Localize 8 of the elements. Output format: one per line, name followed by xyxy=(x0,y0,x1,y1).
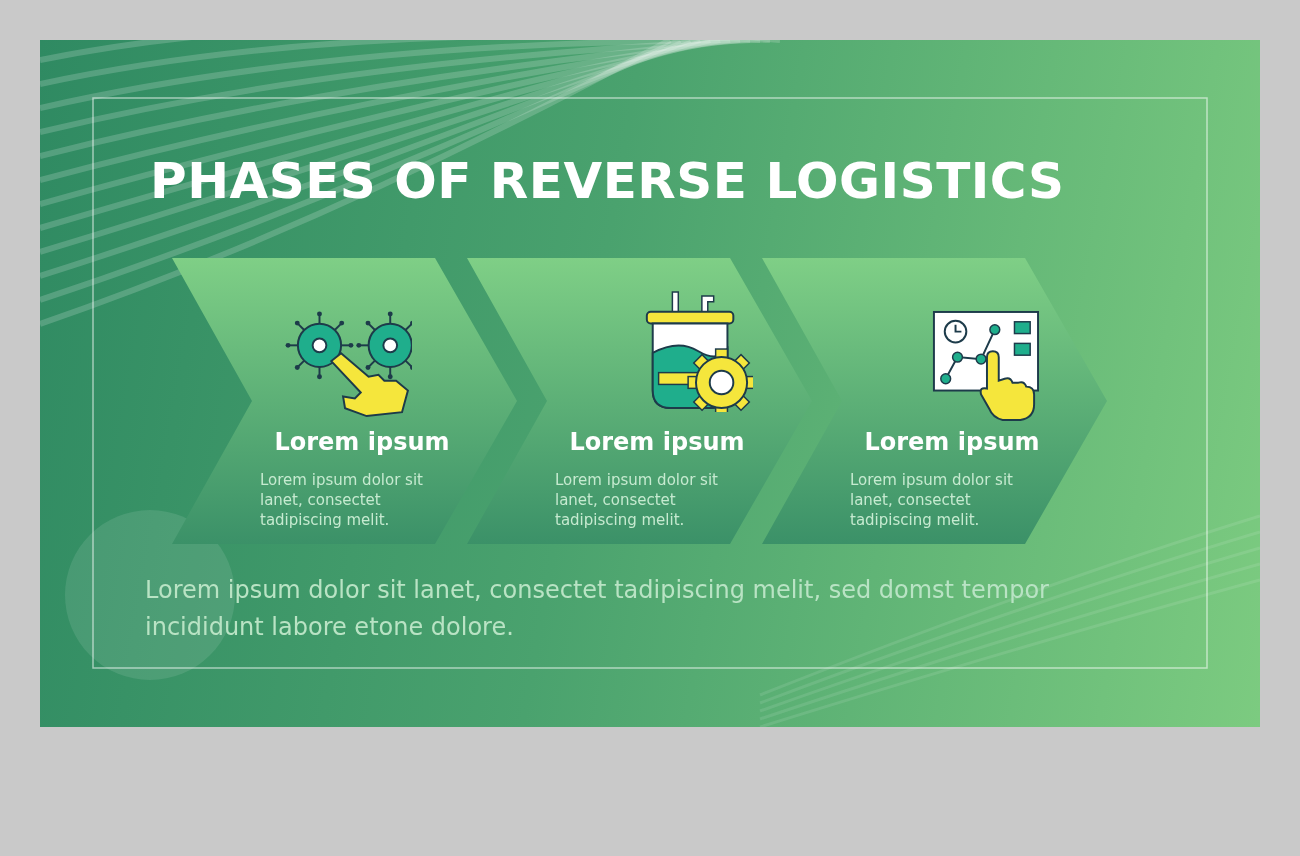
description-text: Lorem ipsum dolor sit lanet, consectet tadipiscing melit, sed domst tempor incididunt labore etone dolore. xyxy=(145,575,1050,643)
step-heading: Lorem ipsum xyxy=(863,428,1041,456)
title: PHASES OF REVERSE LOGISTICS xyxy=(150,152,1065,210)
step-heading: Lorem ipsum xyxy=(568,428,746,456)
step-description: Lorem ipsum dolor sit lanet, consectet tadipiscing melit. xyxy=(555,470,719,530)
step-description: Lorem ipsum dolor sit lanet, consectet tadipiscing melit. xyxy=(850,470,1014,530)
step-description: Lorem ipsum dolor sit lanet, consectet tadipiscing melit. xyxy=(260,470,424,530)
step-heading: Lorem ipsum xyxy=(273,428,451,456)
